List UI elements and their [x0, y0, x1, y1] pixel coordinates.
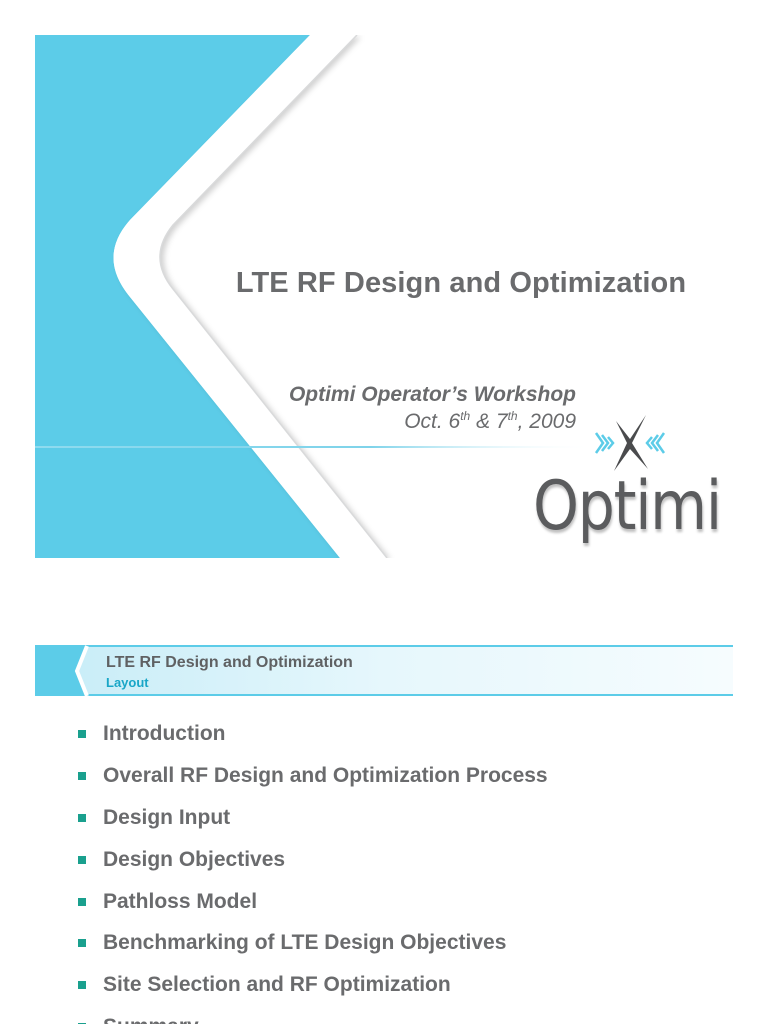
agenda-item: Benchmarking of LTE Design Objectives: [35, 926, 548, 968]
agenda-item: Summary: [35, 1010, 548, 1024]
header-bar-graphic: [35, 645, 733, 697]
agenda-item: Site Selection and RF Optimization: [35, 968, 548, 1010]
optimi-logo-wordmark: Optimi: [533, 467, 722, 546]
square-bullet-icon: [78, 771, 86, 780]
title-slide: LTE RF Design and Optimization Optimi Op…: [35, 35, 733, 558]
agenda-item: Design Objectives: [35, 843, 548, 885]
header-subtitle: Layout: [106, 675, 149, 690]
workshop-subtitle: Optimi Operator’s Workshop: [288, 383, 576, 406]
agenda-item: Overall RF Design and Optimization Proce…: [35, 759, 548, 801]
agenda-slide: LTE RF Design and Optimization Layout In…: [35, 645, 733, 1024]
agenda-list: Introduction Overall RF Design and Optim…: [35, 717, 548, 1024]
slide-background-graphic: [35, 35, 595, 558]
agenda-item: Design Input: [35, 801, 548, 843]
slide-title: LTE RF Design and Optimization: [235, 267, 687, 299]
square-bullet-icon: [78, 939, 86, 948]
workshop-date: Oct. 6th & 7th, 2009: [404, 409, 576, 433]
square-bullet-icon: [78, 897, 86, 906]
agenda-item: Pathloss Model: [35, 885, 548, 927]
square-bullet-icon: [78, 855, 86, 864]
agenda-item: Introduction: [35, 717, 548, 759]
header-title: LTE RF Design and Optimization: [106, 654, 353, 671]
slide-header-bar: LTE RF Design and Optimization Layout: [35, 645, 733, 697]
square-bullet-icon: [78, 730, 86, 738]
optimi-logo-icon: [594, 415, 666, 471]
square-bullet-icon: [78, 813, 86, 822]
square-bullet-icon: [78, 981, 86, 990]
